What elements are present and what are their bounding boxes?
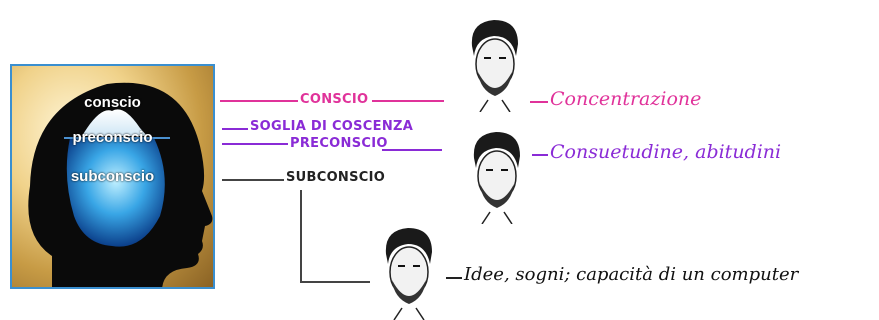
preconscious-result-dash <box>532 154 548 156</box>
preconscious-level-label: PRECONSCIO <box>290 136 388 151</box>
subconscious-connector-vertical <box>300 190 302 282</box>
preconscious-connector-right <box>382 149 442 151</box>
conscious-level-label: CONSCIO <box>300 92 369 107</box>
preconscious-connector-left <box>222 143 288 145</box>
subconscious-result-dash <box>446 277 462 279</box>
head-silhouette-icon <box>28 82 213 287</box>
preconscious-result-label: Consuetudine, abitudini <box>550 141 782 163</box>
conscious-connector-left <box>220 100 298 102</box>
subconscious-connector-left <box>222 179 284 181</box>
threshold-label: SOGLIA DI COSCENZA <box>250 119 414 134</box>
panel-preconscious-label: preconscio <box>72 129 153 146</box>
panel-subconscious-label: subconscio <box>70 168 155 185</box>
man-portrait-icon <box>385 228 432 320</box>
man-portrait-icon <box>471 20 518 112</box>
panel-conscious-label: conscio <box>84 94 141 111</box>
head-iceberg-image: conscio preconscio subconscio <box>10 64 215 289</box>
conscious-connector-right <box>372 100 444 102</box>
subconscious-connector-bottom <box>300 281 370 283</box>
conscious-result-label: Concentrazione <box>550 88 702 110</box>
conscious-result-dash <box>530 101 548 103</box>
threshold-connector <box>222 128 248 130</box>
subconscious-level-label: SUBCONSCIO <box>286 170 386 185</box>
subconscious-result-label: Idee, sogni; capacità di un computer <box>464 264 799 285</box>
man-portrait-icon <box>473 132 520 224</box>
iceberg-icon <box>66 109 165 247</box>
